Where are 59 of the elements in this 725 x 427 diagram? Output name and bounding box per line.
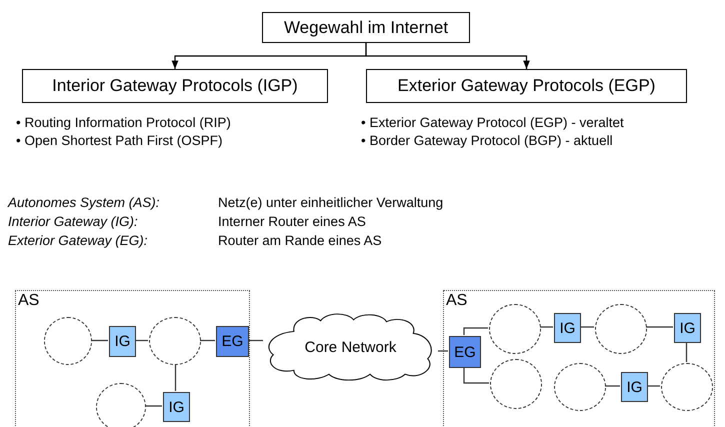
category-box [366, 69, 687, 103]
link-line [145, 405, 162, 407]
bullet-item: • Open Shortest Path First (OSPF) [16, 132, 224, 150]
network-circle [96, 383, 146, 427]
bullet-item: • Routing Information Protocol (RIP) [16, 114, 231, 132]
definition-text: Netz(e) unter einheitlicher Verwaltung [218, 195, 444, 210]
node-label: Exterior Gateway Protocols (EGP) [398, 76, 656, 96]
arrow [365, 43, 530, 69]
node-label: IG [560, 320, 576, 336]
node-label: Core Network [304, 338, 396, 356]
category-box [262, 12, 470, 43]
router-box [163, 392, 190, 422]
node-label: IG [114, 333, 130, 350]
network-circle [489, 304, 541, 354]
definition-text: Interner Router eines AS [218, 214, 366, 229]
node-label: IG [168, 398, 184, 416]
node-label: Wegewahl im Internet [284, 18, 448, 38]
term-label: Autonomes System (AS): [8, 195, 160, 210]
term-label: Interior Gateway (IG): [8, 214, 138, 229]
node-label: IG [680, 320, 696, 336]
network-circle [490, 359, 542, 409]
link-line [463, 367, 489, 384]
network-circle [661, 363, 713, 411]
autonomous-system-area [443, 290, 715, 427]
network-circle [44, 317, 92, 365]
link-line [540, 326, 553, 328]
link-line [605, 385, 620, 387]
link-line [174, 364, 176, 391]
node-label: EG [454, 344, 476, 360]
area-label: AS [445, 291, 468, 309]
definition-text: Router am Rande eines AS [218, 233, 382, 248]
category-box [22, 69, 328, 103]
node-label: Interior Gateway Protocols (IGP) [52, 76, 298, 96]
router-box [554, 313, 581, 343]
link-line [248, 340, 263, 342]
router-box [216, 326, 249, 357]
term-label: Exterior Gateway (EG): [8, 233, 148, 248]
bullet-item: • Exterior Gateway Protocol (EGP) - veraltet [361, 114, 624, 132]
link-line [647, 385, 660, 387]
link-line [580, 326, 594, 328]
autonomous-system-area [15, 290, 250, 427]
link-line [135, 340, 148, 342]
link-line [91, 340, 108, 342]
router-box [449, 336, 481, 368]
network-circle [554, 363, 606, 411]
router-box [674, 313, 701, 343]
node-label: IG [626, 378, 642, 396]
area-label: AS [17, 291, 40, 309]
network-circle [149, 317, 201, 365]
link-line [200, 340, 215, 342]
router-box [621, 372, 648, 402]
link-line [438, 350, 448, 352]
network-circle [595, 304, 647, 354]
link-line [686, 342, 688, 362]
link-line [646, 326, 673, 328]
router-box [109, 326, 136, 357]
bullet-item: • Border Gateway Protocol (BGP) - aktuell [361, 132, 614, 150]
node-label: EG [222, 333, 244, 350]
link-line [463, 327, 488, 335]
